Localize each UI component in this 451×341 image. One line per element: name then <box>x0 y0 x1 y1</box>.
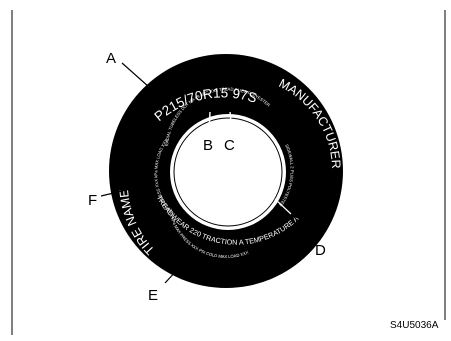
tire-rim-ring <box>166 110 290 234</box>
callout-a: A <box>106 50 116 67</box>
callout-b: B <box>203 137 213 154</box>
leader-line-d-inner <box>274 198 292 215</box>
callout-f: F <box>88 192 97 209</box>
leader-line-f <box>100 182 157 197</box>
tire-rim-inner-ring <box>173 117 283 227</box>
leader-line-d <box>290 213 316 239</box>
leader-line-e <box>164 254 192 284</box>
callout-c: C <box>224 137 235 154</box>
callout-d: D <box>315 242 326 259</box>
leader-line-b <box>208 111 211 133</box>
leader-line-a <box>121 62 159 96</box>
figure-code: S4U5036A <box>390 320 439 331</box>
leader-line-c <box>229 111 233 133</box>
callout-e: E <box>148 287 158 304</box>
